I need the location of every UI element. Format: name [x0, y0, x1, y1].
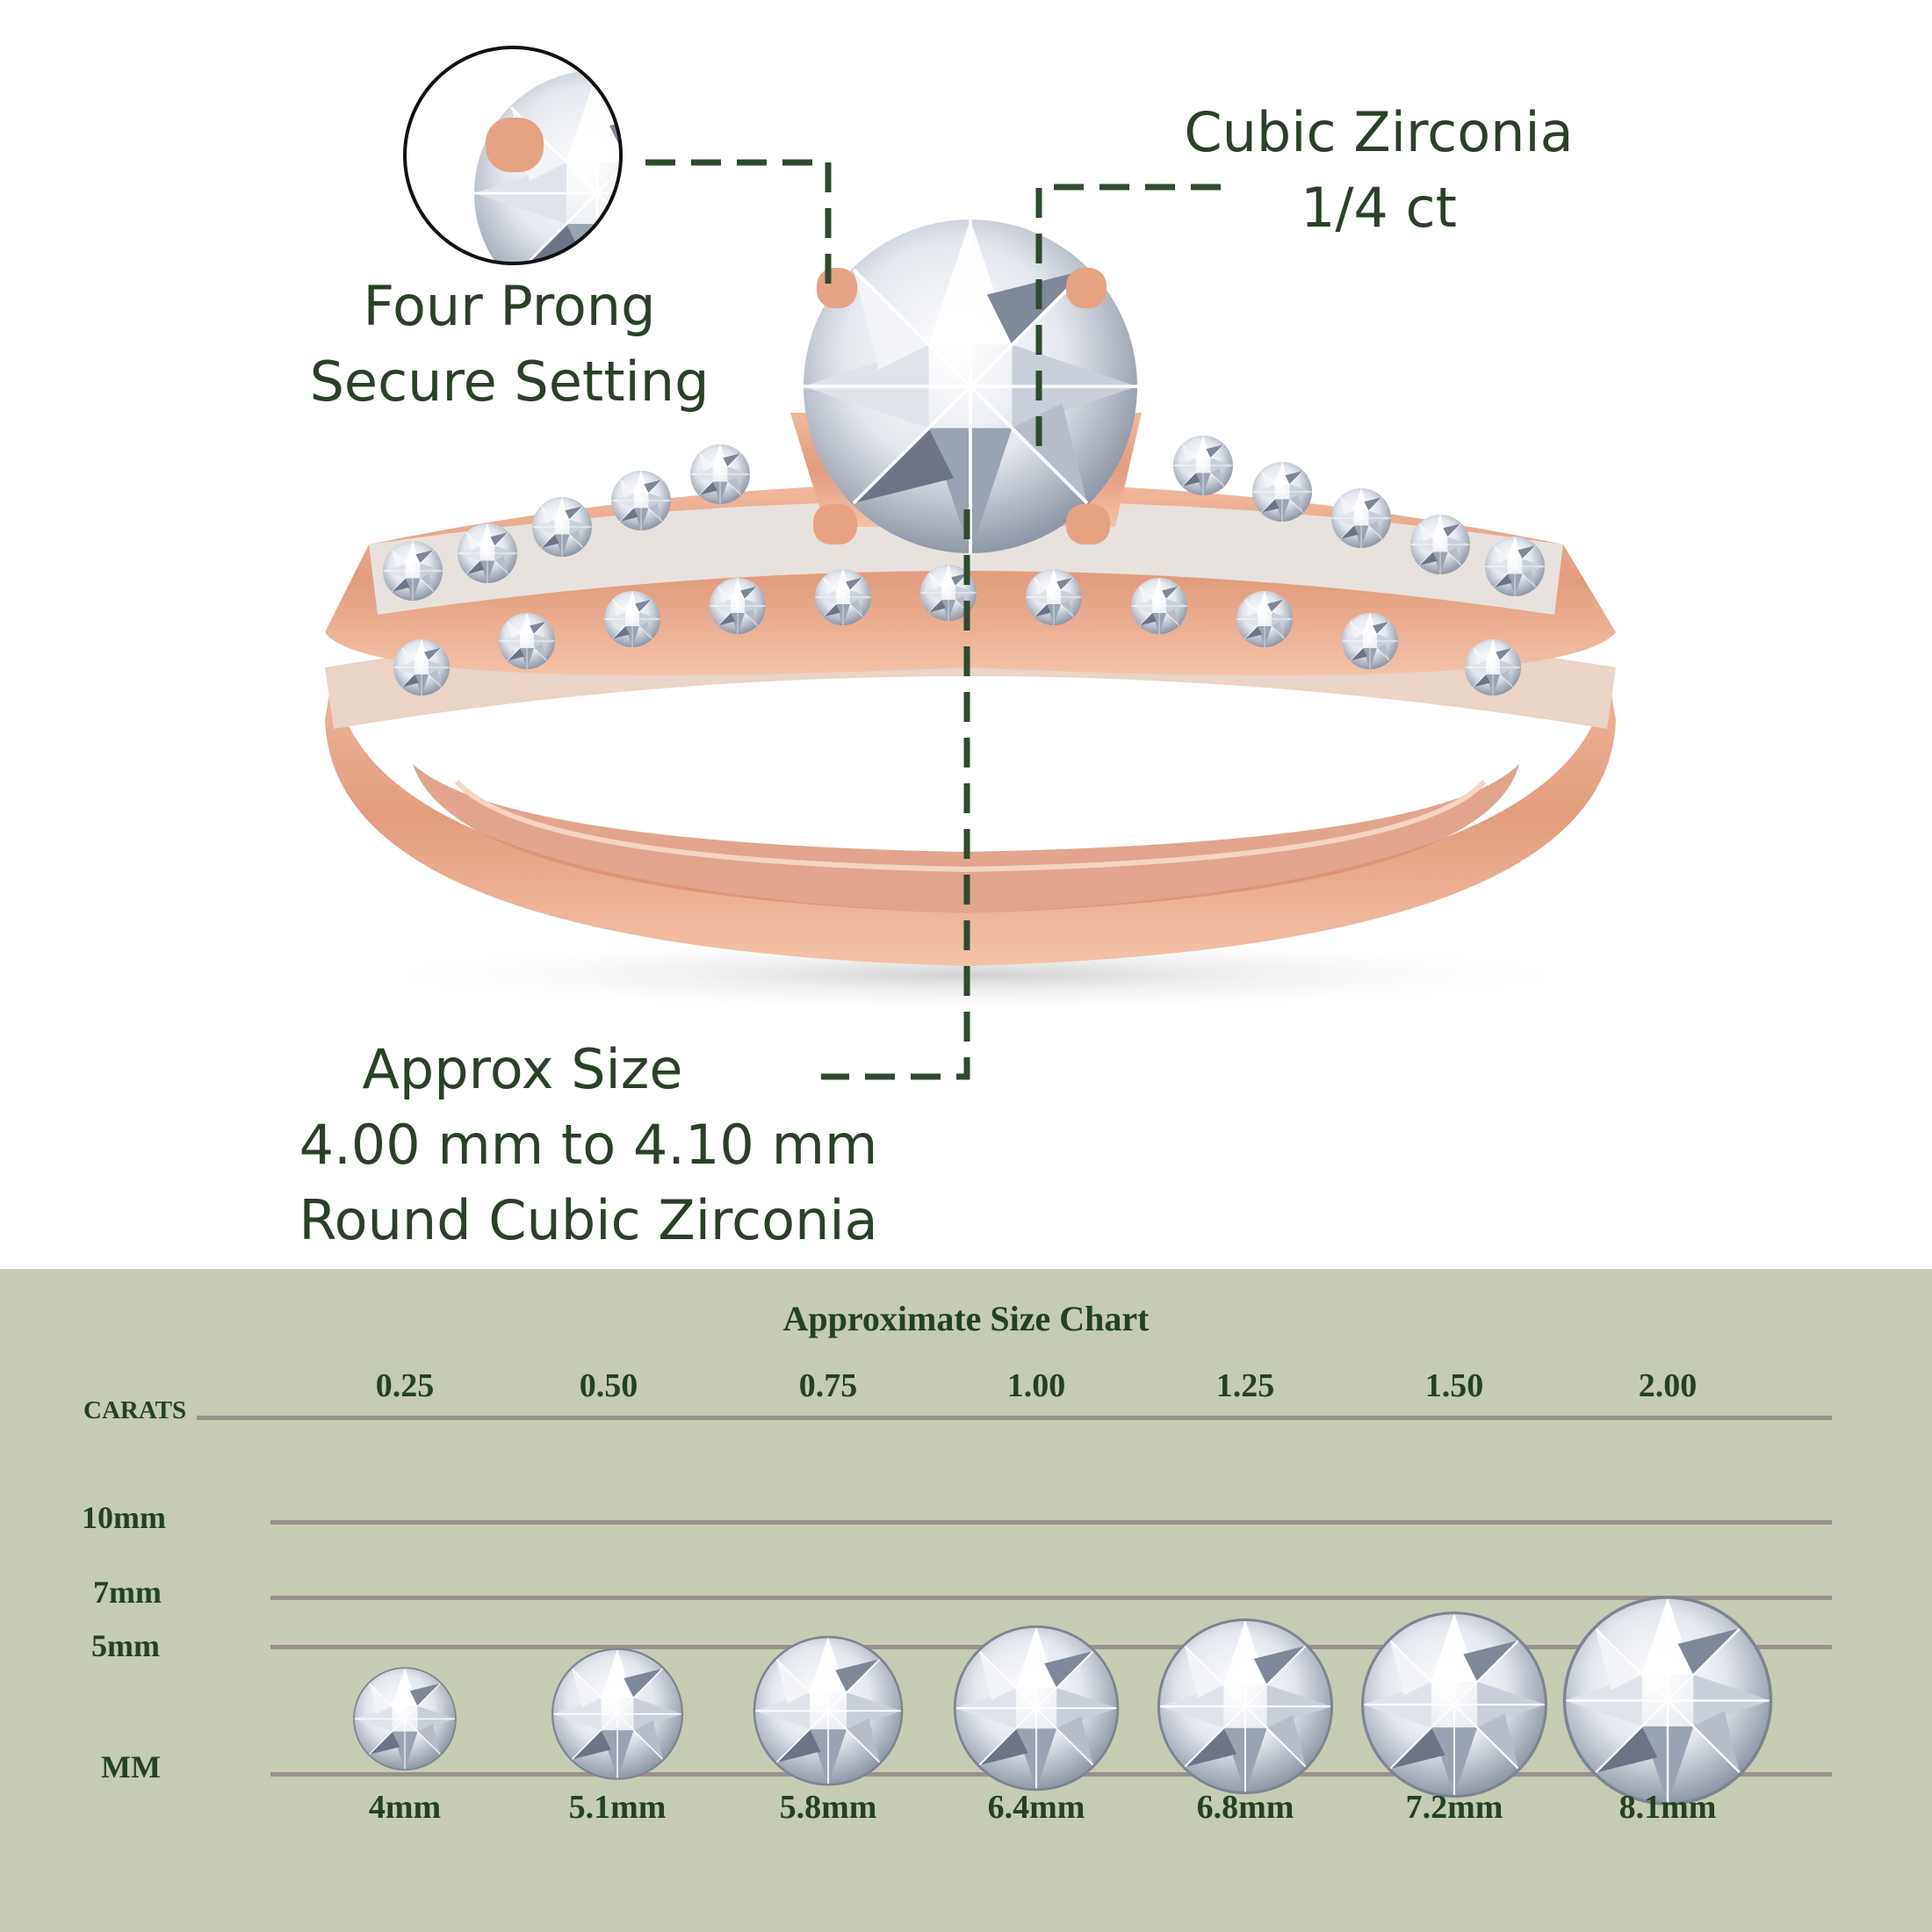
- gem-6: [1562, 1596, 1773, 1806]
- carat-label-6: 2.00: [1638, 1367, 1698, 1404]
- mm-label-0: 4mm: [368, 1789, 442, 1826]
- ring-shadow: [342, 935, 1607, 1014]
- setting-callout-line2: Secure Setting: [309, 350, 710, 414]
- chart-title: Approximate Size Chart: [782, 1299, 1150, 1338]
- mm-label-3: 6.4mm: [987, 1789, 1085, 1826]
- carat-label-5: 1.50: [1424, 1367, 1484, 1404]
- size-chart-gems: [353, 1596, 1773, 1806]
- ref-10mm-label: 10mm: [82, 1500, 166, 1535]
- setting-leader: [645, 159, 832, 290]
- ref-5mm-label: 5mm: [91, 1628, 160, 1663]
- mm-label-4: 6.8mm: [1196, 1789, 1294, 1826]
- mm-axis-label: MM: [101, 1749, 161, 1784]
- gem-1: [551, 1647, 684, 1780]
- gem-2: [753, 1635, 904, 1786]
- size-leader: [821, 509, 970, 1080]
- mm-label-1: 5.1mm: [568, 1789, 667, 1826]
- size-callout-line3: Round Cubic Zirconia: [299, 1188, 878, 1252]
- accent-stones: [382, 435, 1546, 696]
- leader-lines: [645, 159, 1221, 1080]
- stone-callout: Cubic Zirconia 1/4 ct: [1159, 95, 1598, 246]
- gem-3: [953, 1625, 1120, 1791]
- gem-4: [1157, 1618, 1334, 1795]
- ref-7mm-label: 7mm: [93, 1575, 162, 1610]
- stone-callout-line1: Cubic Zirconia: [1184, 100, 1574, 164]
- stone-leader: [1035, 184, 1221, 457]
- stone-callout-line2: 1/4 ct: [1301, 176, 1457, 240]
- carat-label-4: 1.25: [1215, 1367, 1275, 1404]
- setting-callout-line1: Four Prong: [363, 274, 656, 338]
- prong-zoom-icon: [403, 46, 623, 265]
- ref-7mm-rule: [270, 1596, 1832, 1600]
- mm-label-2: 5.8mm: [779, 1789, 877, 1826]
- carat-label-3: 1.00: [1006, 1367, 1066, 1404]
- mm-label-5: 7.2mm: [1405, 1789, 1503, 1826]
- gem-0: [353, 1667, 457, 1771]
- size-callout: Approx Size 4.00 mm to 4.10 mm Round Cub…: [255, 1032, 922, 1258]
- setting-callout: Four Prong Secure Setting: [290, 269, 729, 420]
- carat-label-1: 0.50: [579, 1367, 638, 1404]
- carat-label-2: 0.75: [798, 1367, 858, 1404]
- carat-label-0: 0.25: [375, 1367, 435, 1404]
- chart-panel-bg: [0, 1269, 1932, 1932]
- size-callout-line2: 4.00 mm to 4.10 mm: [299, 1113, 878, 1177]
- ref-10mm-rule: [270, 1520, 1832, 1525]
- gem-5: [1361, 1611, 1547, 1799]
- size-callout-line1: Approx Size: [362, 1037, 683, 1101]
- carats-axis-label: CARATS: [83, 1396, 187, 1424]
- center-setting: [790, 218, 1142, 555]
- mm-label-6: 8.1mm: [1618, 1789, 1717, 1826]
- carats-rule: [197, 1416, 1832, 1420]
